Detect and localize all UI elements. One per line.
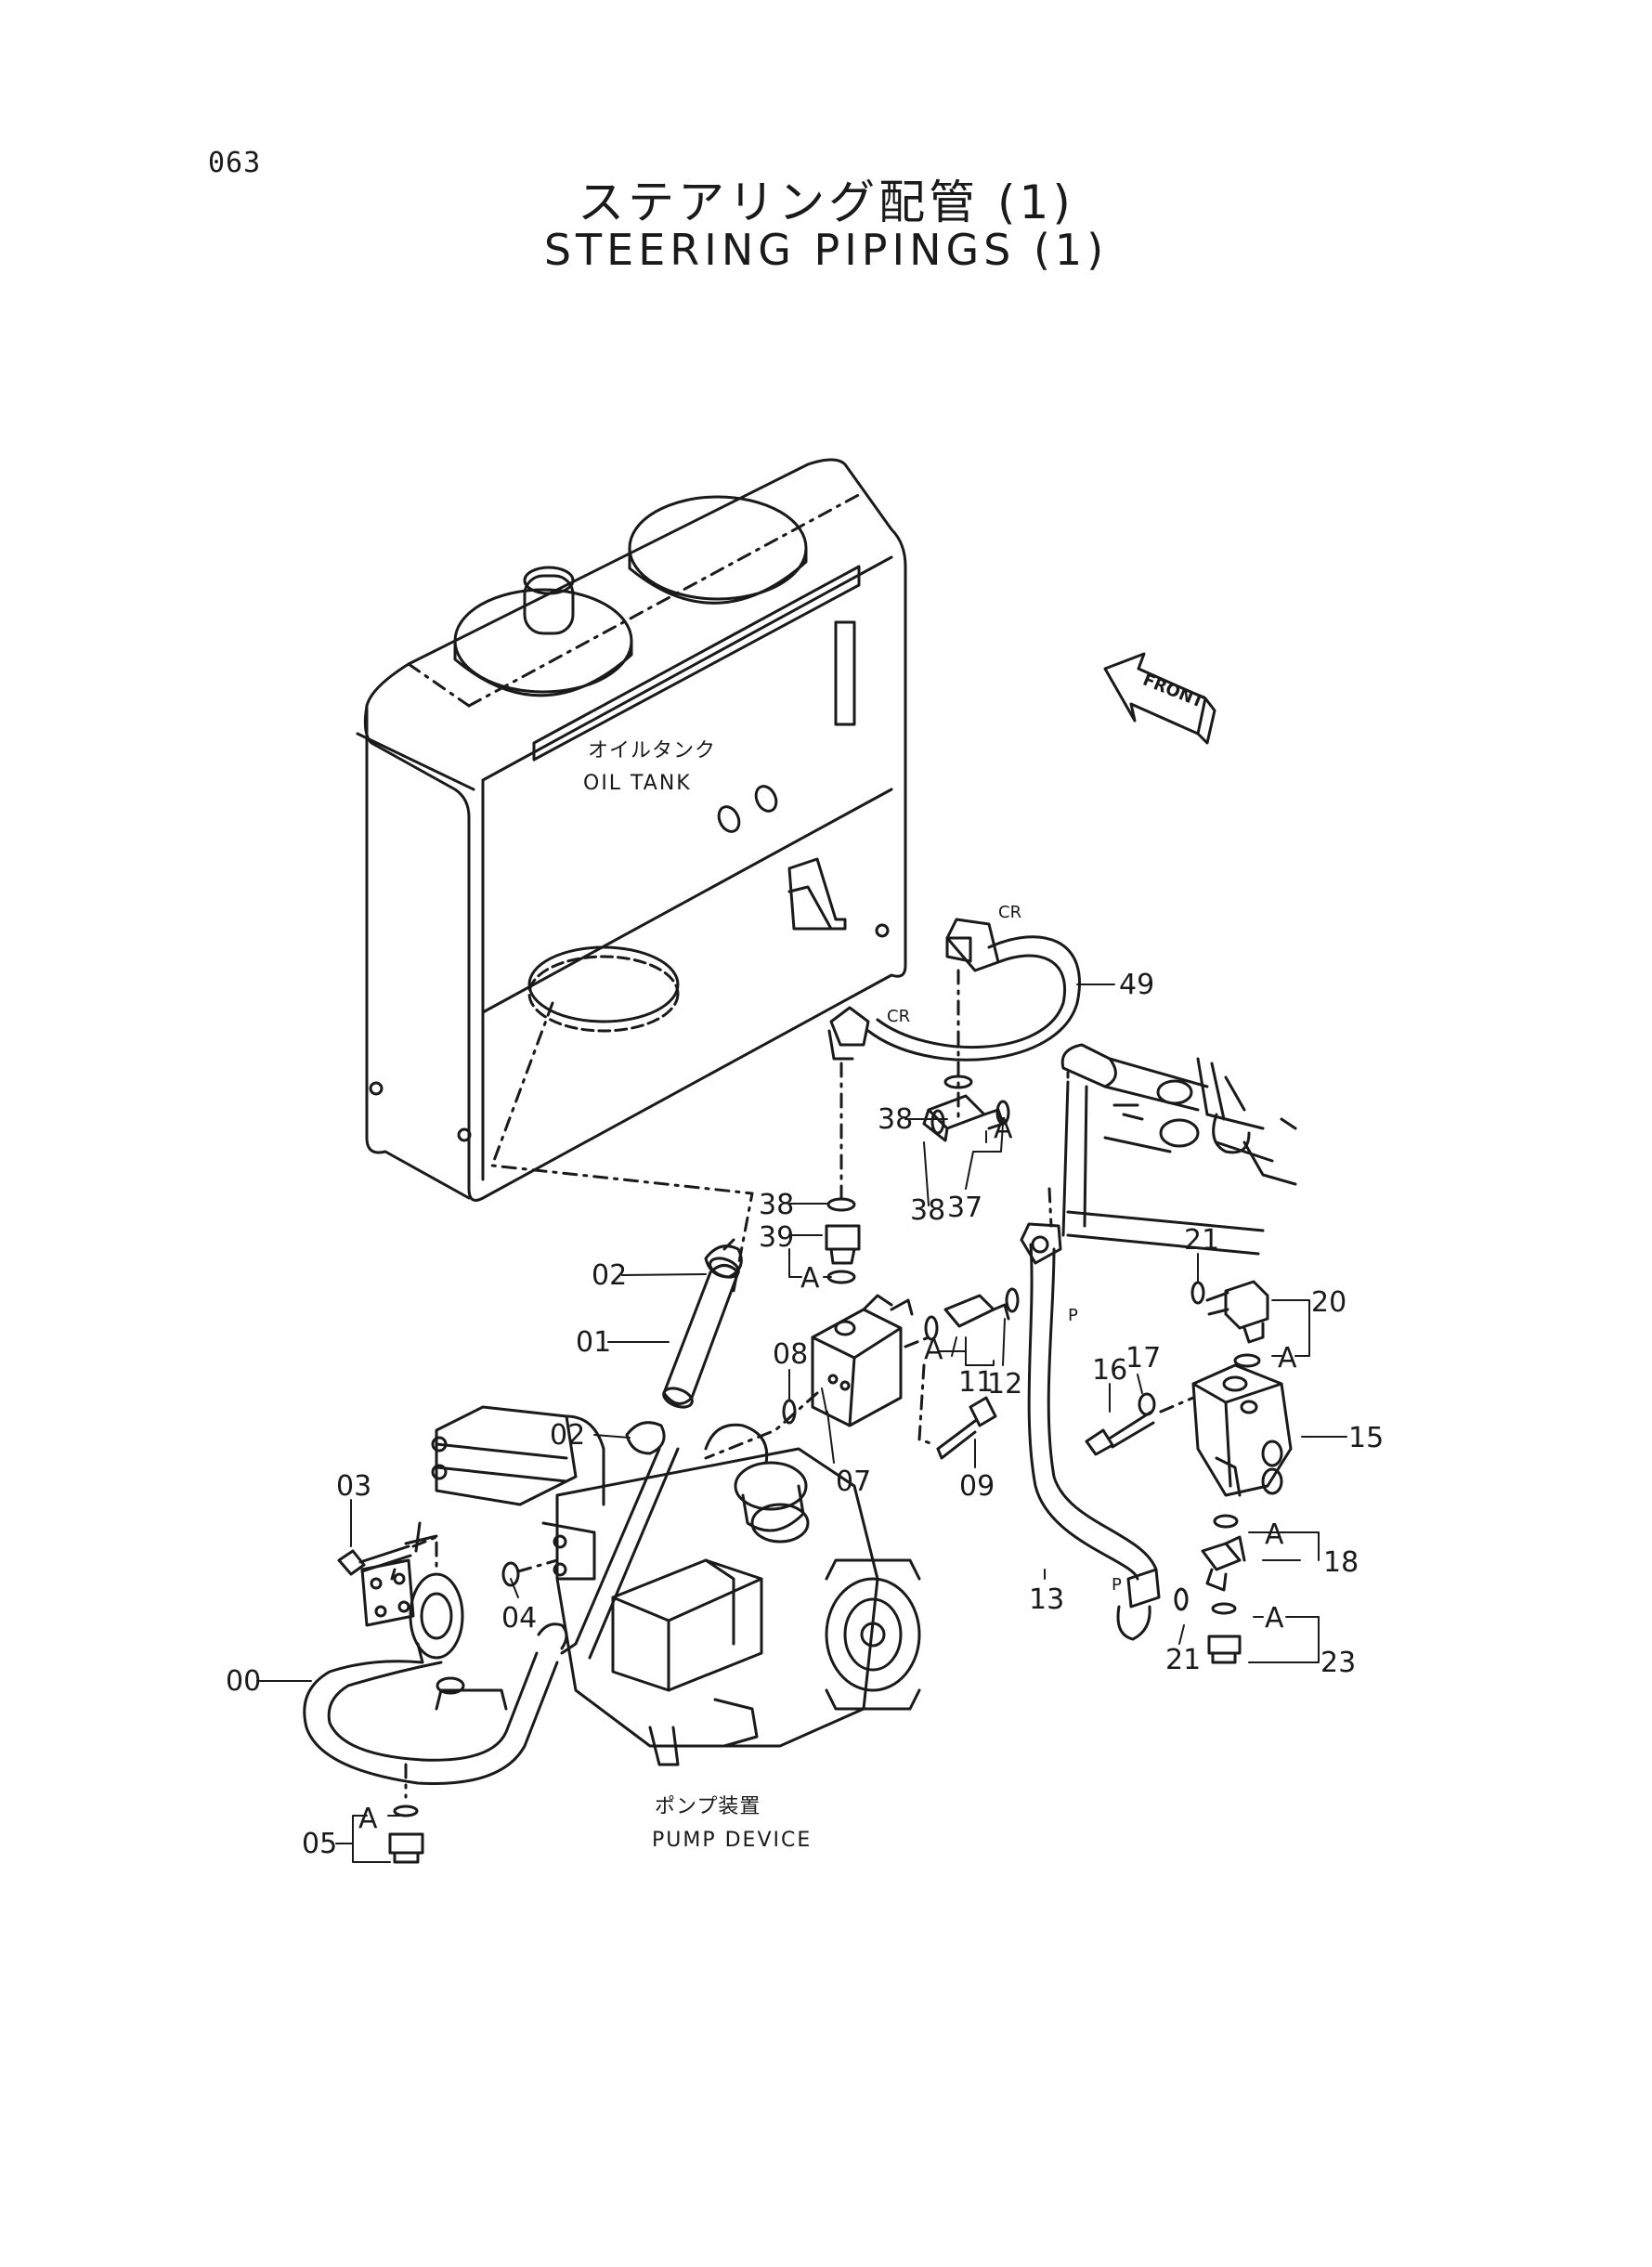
callout-18: 18 [1323,1546,1359,1579]
callout-numbers: 00 01 02 02 03 04 05 07 08 09 11 12 13 1… [226,969,1384,1860]
callout-38-top: 38 [878,1103,913,1136]
page-title-jp: ステアリング配管 (1) [578,176,1074,229]
filter-01 [662,1257,740,1409]
pump-device [431,1405,921,1766]
washer-17 [1138,1392,1156,1416]
plug-05 [388,1804,424,1864]
callout-01: 01 [576,1326,611,1359]
front-arrow-label: FRONT [1140,671,1207,713]
callout-39: 39 [759,1221,794,1254]
callout-03: 03 [336,1470,371,1503]
callout-38-mid: 38 [759,1189,794,1221]
a-mark-23: A [1265,1602,1284,1635]
component-labels: オイルタンク OIL TANK ポンプ装置 PUMP DEVICE FRONT [583,671,1207,1852]
oil-tank [356,458,907,1202]
a-mark-20: A [1278,1342,1297,1375]
cr-mark-upper: CR [998,903,1021,922]
hose-13 [1020,1222,1161,1641]
pipe-assembly [1060,1043,1297,1256]
oil-tank-label-en: OIL TANK [583,772,692,795]
bolt-16 [1085,1410,1155,1456]
pump-device-label-en: PUMP DEVICE [652,1829,812,1852]
a-mark-05: A [358,1803,378,1835]
o-ring-21-upper [1190,1281,1205,1305]
page-title-en: STEERING PIPINGS (1) [543,225,1109,275]
callout-20: 20 [1311,1286,1346,1319]
valve-15 [1191,1363,1293,1497]
callout-11: 11 [958,1366,994,1399]
callout-23: 23 [1320,1647,1356,1679]
pump-device-label-jp: ポンプ装置 [655,1795,761,1818]
callout-07: 07 [836,1466,871,1498]
a-mark-18: A [1265,1518,1284,1551]
callout-12: 12 [987,1368,1022,1401]
a-mark-37: A [994,1113,1013,1145]
callout-17: 17 [1125,1342,1161,1375]
plug-23 [1207,1602,1242,1664]
o-ring-21-lower [1174,1587,1189,1611]
callout-02-lower: 02 [550,1419,585,1452]
callout-49: 49 [1119,969,1154,1001]
callout-09: 09 [959,1470,995,1503]
callout-00: 00 [226,1665,261,1698]
callout-38-right: 38 [910,1194,945,1227]
callout-21-lower: 21 [1165,1644,1201,1676]
a-mark-39: A [800,1262,820,1295]
marking-labels: CR CR P P A A A A A A A [358,903,1297,1835]
callout-04: 04 [501,1602,537,1635]
callout-16: 16 [1092,1354,1127,1387]
cr-mark-lower: CR [887,1007,910,1026]
p-mark-upper: P [1068,1306,1078,1325]
pipe-00 [303,1558,568,1785]
callout-02-upper: 02 [592,1259,627,1292]
p-mark-lower: P [1112,1575,1122,1595]
callout-08: 08 [773,1338,808,1371]
callout-37: 37 [947,1192,982,1224]
callout-05: 05 [302,1828,337,1860]
valve-block-07 [811,1294,914,1427]
callout-21-upper: 21 [1184,1224,1219,1257]
leader-lines [256,984,1347,1863]
bolt-03 [337,1544,412,1576]
page-number: 063 [208,147,262,179]
front-arrow-icon [1103,652,1216,745]
hose-49 [827,918,1081,1062]
callout-13: 13 [1029,1583,1064,1616]
a-mark-11: A [924,1334,943,1366]
fitting-20 [1205,1280,1269,1344]
hose-clamp-02 [625,1238,743,1455]
callout-15: 15 [1348,1422,1384,1454]
o-ring-04 [501,1561,520,1587]
fitting-18 [1201,1514,1246,1592]
oil-tank-label-jp: オイルタンク [588,739,716,762]
